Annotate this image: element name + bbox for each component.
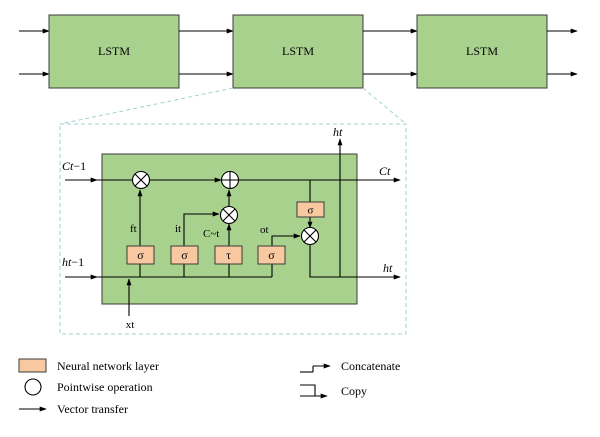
multiply-icon (222, 208, 236, 222)
input-multiply-op (219, 205, 239, 225)
output-gate-layer: σ (257, 245, 286, 265)
legend-label: Copy (341, 384, 367, 398)
output-gate-label: ot (260, 224, 269, 236)
legend-pointwise-operation: Pointwise operation (24, 378, 153, 396)
add-op (220, 170, 240, 190)
lstm-block-1 (48, 14, 180, 89)
pointwise-operation-icon (24, 378, 42, 396)
hidden-output-arrow (309, 245, 401, 280)
legend-label: Concatenate (341, 359, 400, 373)
c-output-label: Ct (379, 164, 391, 178)
c-prev-label: Ct−1 (62, 159, 86, 173)
sigma-symbol: σ (137, 248, 144, 262)
sigma-symbol: σ (308, 205, 314, 217)
h-output-label: ht (383, 261, 393, 275)
lstm-chain: LSTM LSTM LSTM (19, 14, 578, 89)
forget-gate-label: ft (130, 223, 137, 235)
input-gate-arrow (183, 211, 220, 246)
sigma-symbol: σ (181, 248, 188, 262)
multiply-icon (134, 173, 148, 187)
zoom-line-left (59, 87, 234, 125)
output-multiply-op (300, 226, 320, 246)
sigma-layer-box (257, 245, 286, 265)
forget-gate-layer: σ (126, 245, 155, 265)
candidate-layer: τ (214, 245, 243, 265)
lstm-block-3-label: LSTM (466, 44, 498, 58)
sigma-layer-box (170, 245, 199, 265)
legend-label: Vector transfer (57, 402, 128, 416)
output-tanh-layer: σ (296, 201, 325, 218)
legend-label: Neural network layer (57, 359, 159, 373)
legend-neural-network-layer: Neural network layer (18, 358, 159, 373)
lstm-block-1-label: LSTM (98, 44, 130, 58)
candidate-label: C~t (203, 228, 219, 240)
forget-multiply-op (131, 170, 151, 190)
lstm-cell-detail: σ σ τ σ σ Ct−1 ht−1 xt Ct ht ht ft it C~… (62, 125, 401, 331)
zoom-line-right (362, 87, 407, 125)
add-icon (221, 171, 239, 189)
legend-concatenate: Concatenate (300, 359, 400, 373)
legend: Neural network layer Pointwise operation… (18, 358, 400, 416)
h-output-top-label: ht (333, 125, 343, 139)
copy-stem (300, 384, 316, 396)
legend-vector-transfer: Vector transfer (19, 402, 128, 416)
tau-symbol: τ (226, 248, 231, 262)
neural-network-layer-swatch (18, 358, 47, 373)
tau-layer-box (214, 245, 243, 265)
input-gate-label: it (175, 223, 181, 235)
sigma-layer-box (126, 245, 155, 265)
multiply-icon (303, 229, 317, 243)
x-input-label: xt (126, 319, 135, 331)
output-gate-arrow (271, 233, 301, 246)
legend-label: Pointwise operation (57, 380, 153, 394)
lstm-block-2 (232, 14, 364, 89)
input-gate-layer: σ (170, 245, 199, 265)
legend-copy: Copy (300, 384, 367, 399)
lstm-block-2-label: LSTM (282, 44, 314, 58)
zoom-frame (59, 123, 407, 335)
lstm-block-3 (416, 14, 548, 89)
sigma-symbol: σ (268, 248, 275, 262)
h-prev-label: ht−1 (62, 255, 84, 269)
zoom-callout (59, 87, 407, 335)
sigma-layer-box (296, 201, 325, 218)
